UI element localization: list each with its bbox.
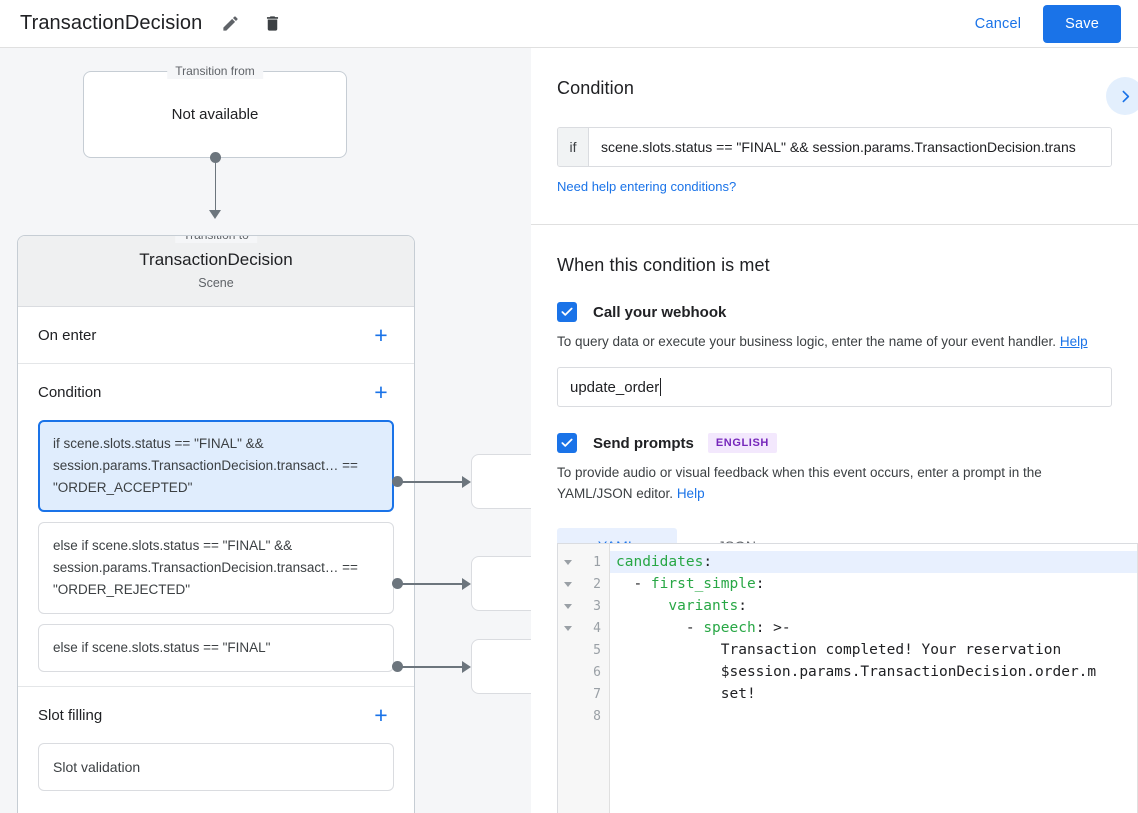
language-badge: ENGLISH [707, 433, 777, 453]
transition-from-legend: Transition from [167, 64, 263, 79]
condition-item-2[interactable]: else if scene.slots.status == "FINAL" [38, 624, 394, 672]
edge-line-condition-0 [398, 481, 466, 483]
panel-divider [531, 224, 1138, 225]
text-caret [660, 378, 662, 396]
connector-dot-from [210, 152, 221, 163]
editor-line-number: 2 [558, 573, 609, 595]
transition-to-card: Transition to TransactionDecision Scene … [17, 235, 415, 813]
add-slot-filling-button[interactable]: + [374, 701, 388, 728]
section-title-on-enter: On enter [38, 326, 97, 344]
editor-line-number: 8 [593, 708, 601, 724]
editor-code-line[interactable]: - speech: >- [616, 620, 791, 636]
top-bar: TransactionDecision Cancel Save [0, 0, 1138, 48]
section-condition: Condition + if scene.slots.status == "FI… [18, 364, 414, 687]
target-node-1[interactable] [471, 556, 531, 611]
panel-heading-condition: Condition [557, 78, 634, 98]
transition-to-legend: Transition to [175, 236, 257, 243]
send-prompts-help-link[interactable]: Help [676, 486, 705, 501]
editor-code-line[interactable]: set! [616, 686, 756, 702]
pencil-icon[interactable] [216, 10, 244, 38]
panel-heading-when-met: When this condition is met [557, 255, 770, 275]
editor-code-line[interactable] [610, 705, 1137, 727]
need-help-link[interactable]: Need help entering conditions? [557, 179, 737, 194]
webhook-handler-value: update_order [570, 378, 660, 396]
webhook-description-text: To query data or execute your business l… [557, 334, 1057, 349]
when-condition-met-section: When this condition is met Call your web… [531, 225, 1138, 564]
edge-dot-condition-1 [392, 578, 403, 589]
editor-line-number: 6 [593, 664, 601, 680]
fold-triangle-icon[interactable] [564, 559, 572, 565]
webhook-row: Call your webhook [557, 302, 1112, 322]
condition-item-0[interactable]: if scene.slots.status == "FINAL" && sess… [38, 420, 394, 512]
trash-icon[interactable] [258, 10, 286, 38]
section-title-slot-filling: Slot filling [38, 706, 103, 724]
slot-validation-item[interactable]: Slot validation [38, 743, 394, 791]
condition-if-label: if [558, 128, 589, 166]
save-button[interactable]: Save [1043, 4, 1121, 43]
webhook-description: To query data or execute your business l… [557, 331, 1112, 352]
edge-dot-condition-2 [392, 661, 403, 672]
send-prompts-label: Send prompts [593, 434, 694, 452]
transition-from-value: Not available [171, 106, 259, 123]
scene-canvas[interactable]: Transition from Not available Transition… [0, 48, 531, 813]
scene-name: TransactionDecision [139, 250, 293, 269]
edge-dot-condition-0 [392, 476, 403, 487]
fold-triangle-icon[interactable] [564, 625, 572, 631]
add-on-enter-button[interactable]: + [374, 321, 388, 348]
scene-type: Scene [198, 276, 234, 290]
send-prompts-description-text: To provide audio or visual feedback when… [557, 465, 1042, 501]
editor-line-number: 5 [593, 642, 601, 658]
editor-code-line[interactable]: candidates: [610, 551, 1137, 573]
edge-line-condition-1 [398, 583, 466, 585]
connector-line-from-to [214, 158, 216, 212]
editor-code-area[interactable]: candidates: - first_simple: variants: - … [610, 544, 1138, 813]
fold-triangle-icon[interactable] [564, 581, 572, 587]
condition-input-row[interactable]: if scene.slots.status == "FINAL" && sess… [557, 127, 1112, 167]
editor-code-line[interactable]: - first_simple: [616, 576, 765, 592]
chevron-right-icon[interactable] [1106, 77, 1138, 115]
add-condition-button[interactable]: + [374, 378, 388, 405]
editor-line-number: 7 [593, 686, 601, 702]
section-slot-filling: Slot filling + Slot validation [18, 687, 414, 805]
connector-arrow-from-to [209, 210, 221, 219]
target-node-0[interactable] [471, 454, 531, 509]
webhook-handler-input[interactable]: update_order [557, 367, 1112, 407]
page-title: TransactionDecision [20, 12, 203, 34]
editor-line-number: 3 [558, 595, 609, 617]
section-on-enter: On enter + [18, 307, 414, 364]
webhook-help-link[interactable]: Help [1059, 334, 1088, 349]
condition-item-1[interactable]: else if scene.slots.status == "FINAL" &&… [38, 522, 394, 614]
editor-code-line[interactable]: Transaction completed! Your reservation [616, 642, 1062, 658]
edge-arrow-condition-0 [462, 476, 471, 488]
edge-line-condition-2 [398, 666, 466, 668]
condition-input[interactable]: scene.slots.status == "FINAL" && session… [589, 128, 1111, 166]
editor-code-line[interactable]: variants: [668, 598, 747, 614]
send-prompts-checkbox[interactable] [557, 433, 577, 453]
webhook-label: Call your webhook [593, 303, 727, 321]
cancel-button[interactable]: Cancel [963, 8, 1033, 40]
section-title-condition: Condition [38, 383, 102, 401]
webhook-checkbox[interactable] [557, 302, 577, 322]
send-prompts-row: Send prompts ENGLISH [557, 433, 1112, 453]
target-node-2[interactable] [471, 639, 531, 694]
edge-arrow-condition-1 [462, 578, 471, 590]
editor-code-line[interactable]: $session.params.TransactionDecision.orde… [616, 664, 1097, 680]
fold-triangle-icon[interactable] [564, 603, 572, 609]
editor-line-number: 4 [558, 617, 609, 639]
send-prompts-description: To provide audio or visual feedback when… [557, 462, 1112, 504]
transition-from-card: Transition from Not available [83, 64, 347, 158]
editor-line-number: 1 [558, 551, 609, 573]
edge-arrow-condition-2 [462, 661, 471, 673]
condition-section: Condition if scene.slots.status == "FINA… [531, 48, 1138, 196]
scene-header[interactable]: TransactionDecision Scene [18, 236, 414, 307]
